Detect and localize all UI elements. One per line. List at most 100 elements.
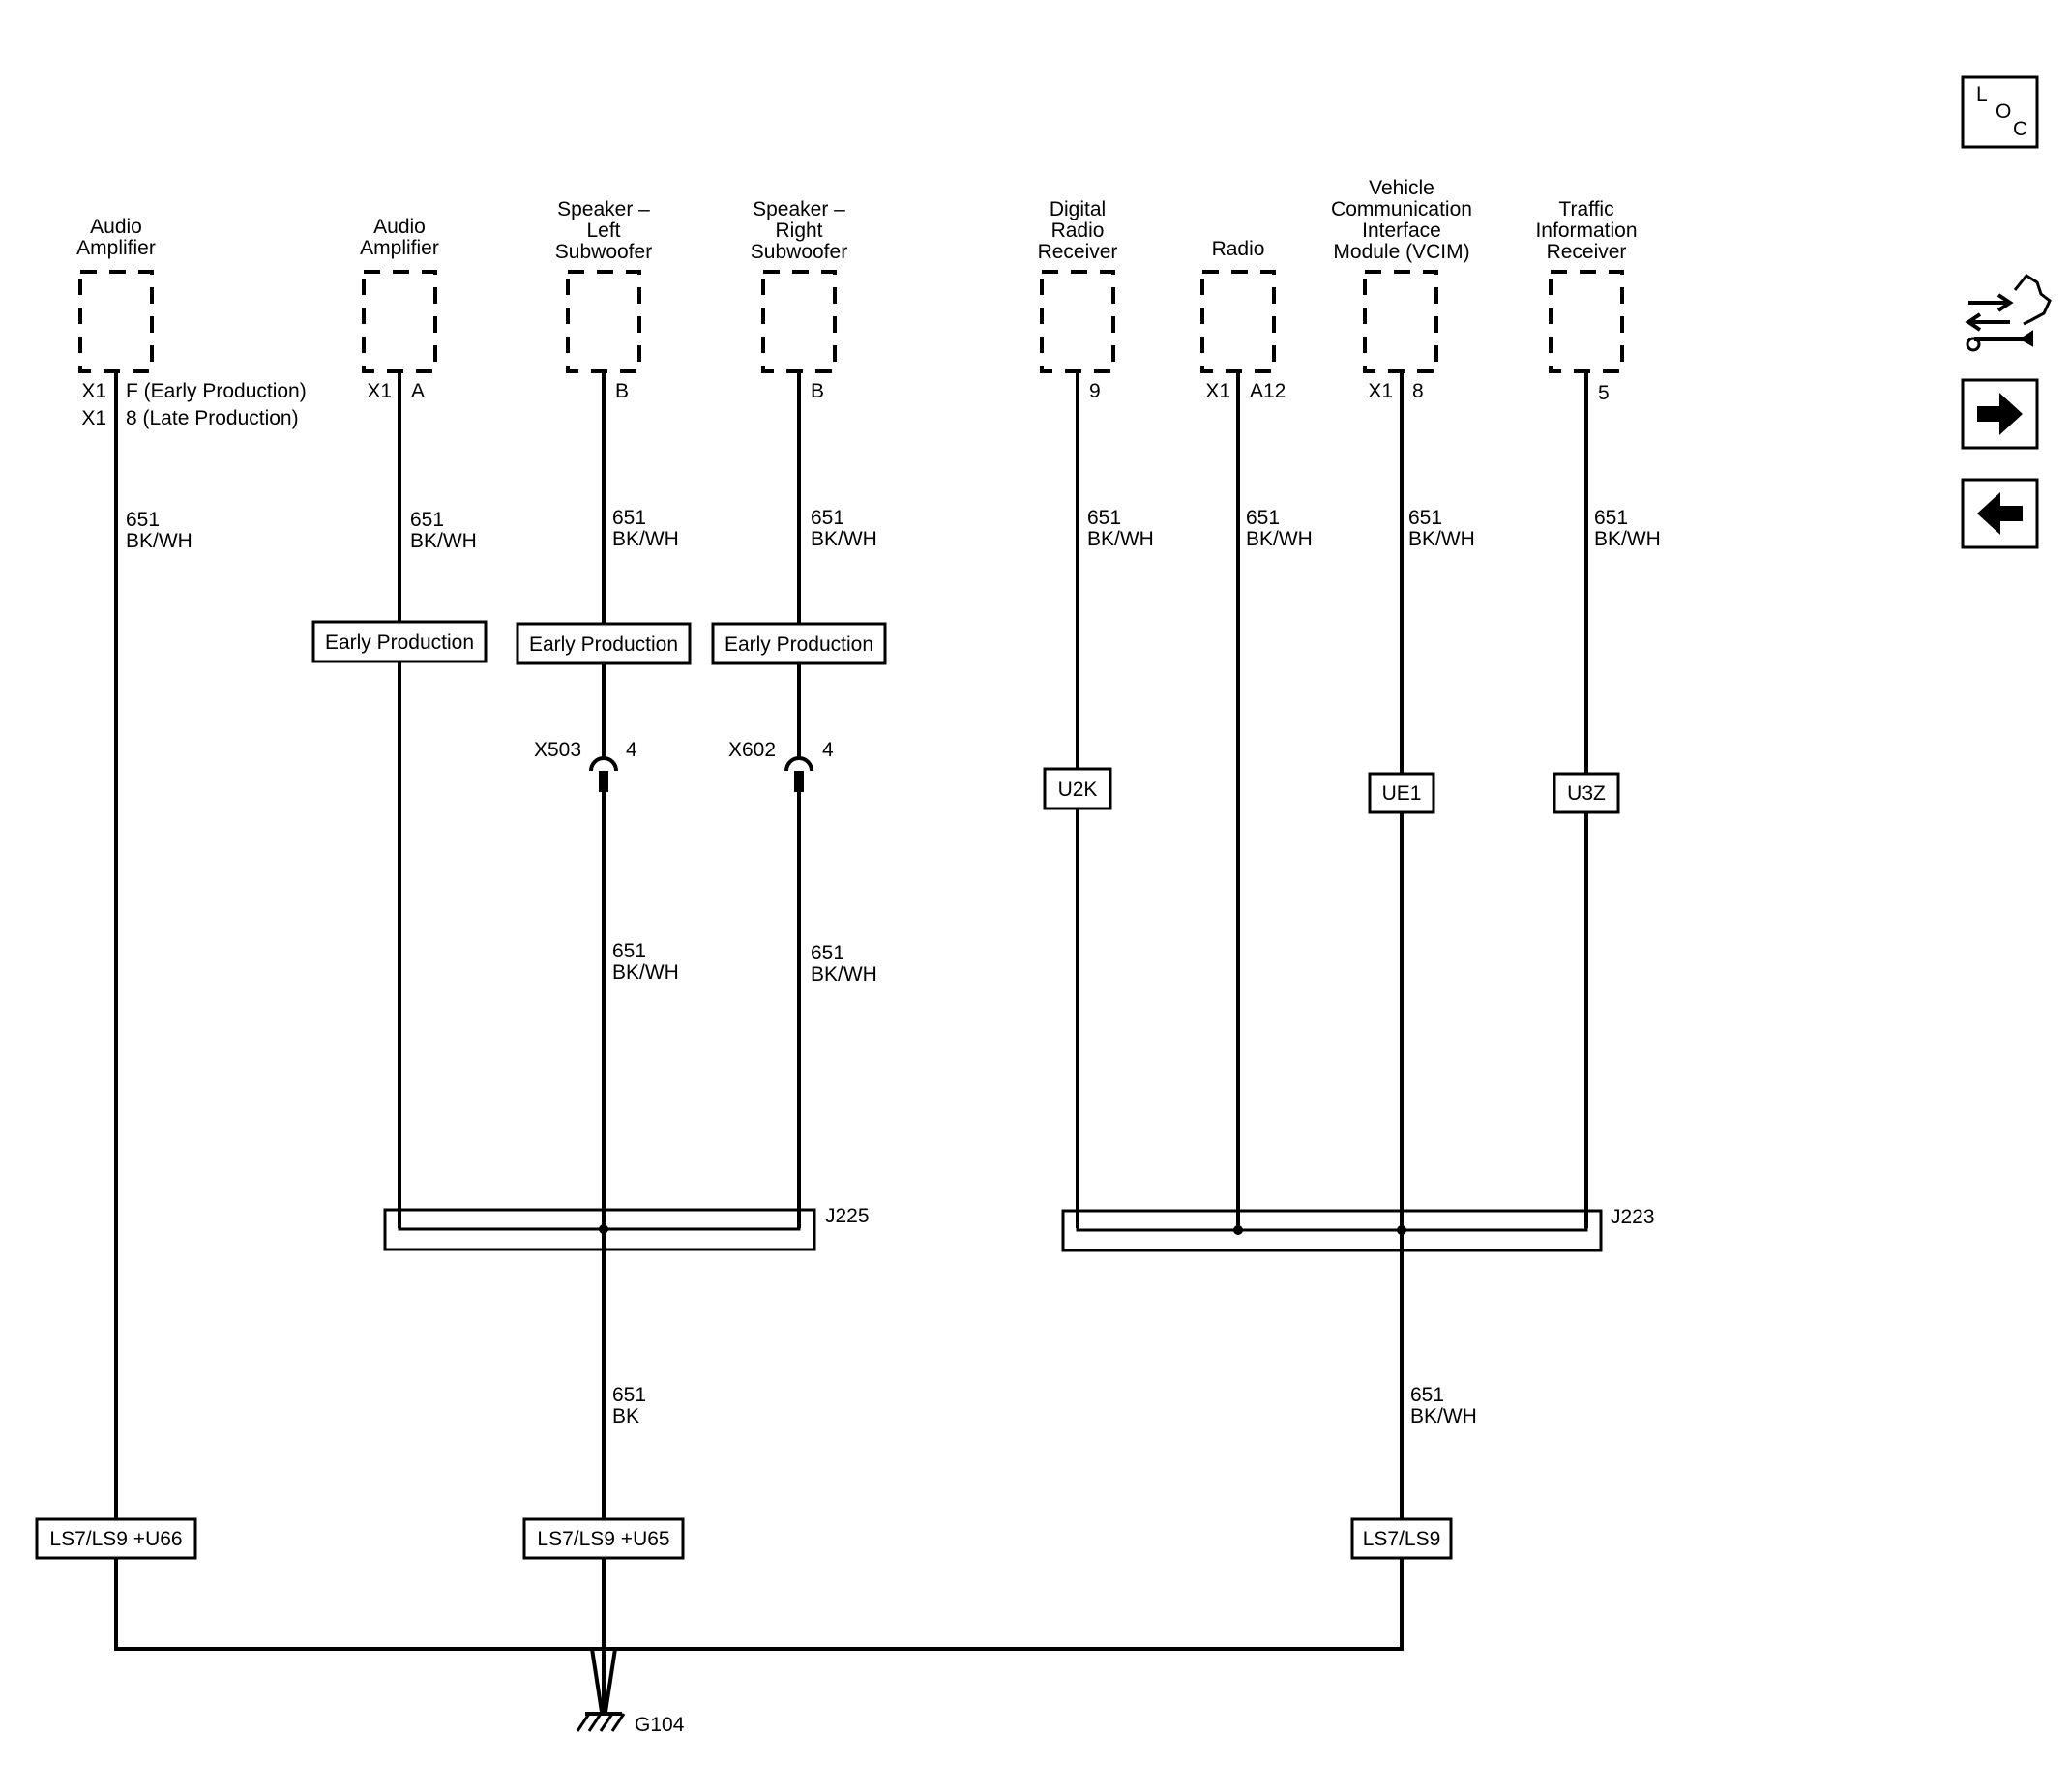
comp7-name-line4: Module (VCIM) [1333, 241, 1469, 263]
wl1-circuit: 651 [126, 509, 160, 531]
comp1-connector-2: X1 [81, 407, 106, 429]
j225-label: J225 [825, 1205, 870, 1227]
digital-radio-receiver-box [1040, 270, 1115, 373]
early-production-box-3 [711, 622, 887, 665]
option-ls7-ls9-u65-label: LS7/LS9 +U65 [537, 1528, 669, 1550]
x602-female-arc [784, 756, 813, 772]
loc-letter-l: L [1976, 83, 1988, 105]
speaker-right-subwoofer-box [761, 270, 837, 373]
comp7-name-line3: Interface [1362, 220, 1441, 242]
description-operation-icon[interactable] [1965, 274, 2052, 352]
splice-j223: J223 [1061, 1206, 1655, 1252]
option-u3z-label: U3Z [1567, 782, 1606, 805]
wires [114, 371, 1588, 1714]
comp7-name-line2: Communication [1331, 198, 1472, 220]
option-ls7-ls9-u65-box [522, 1517, 685, 1560]
speaker-left-subwoofer-box [566, 270, 641, 373]
early-production-label-3: Early Production [724, 633, 873, 656]
comp7-pin: 8 [1412, 380, 1424, 402]
wl7-color: BK/WH [1408, 528, 1475, 550]
comp8-name-line1: Traffic [1558, 198, 1613, 220]
comp7-name-line1: Vehicle [1369, 177, 1434, 199]
wl6-circuit: 651 [1246, 507, 1280, 529]
comp1-pin-late: 8 (Late Production) [126, 407, 299, 429]
component-names: Audio Amplifier Audio Amplifier Speaker … [76, 177, 1637, 263]
comp3-name-line3: Subwoofer [555, 241, 652, 263]
pin-labels: X1 F (Early Production) X1 8 (Late Produ… [81, 380, 1609, 429]
x503-female-arc [589, 756, 618, 772]
comp2-name-line2: Amplifier [360, 237, 439, 259]
ground-symbol-hatch [576, 1713, 626, 1732]
comp8-pin: 5 [1598, 382, 1610, 404]
option-boxes: Early Production Early Production Early … [35, 620, 1620, 1560]
option-ue1-box [1368, 772, 1435, 814]
option-ls7-ls9-label: LS7/LS9 [1363, 1528, 1441, 1550]
loc-letter-c: C [2013, 118, 2027, 140]
wl5-color: BK/WH [1087, 528, 1154, 550]
x503-name: X503 [534, 739, 581, 761]
comp5-name-line1: Digital [1050, 198, 1106, 220]
arrow-left-button[interactable] [1961, 478, 2039, 549]
wl3-circuit: 651 [612, 507, 646, 529]
wl12-color: BK/WH [1410, 1405, 1477, 1427]
comp1-name-line2: Amplifier [76, 237, 156, 259]
splice-j225: J225 [383, 1205, 870, 1251]
vcim-box [1363, 270, 1438, 373]
early-production-label-1: Early Production [325, 632, 474, 654]
traffic-information-receiver-box [1549, 270, 1624, 373]
arrow-right-button[interactable] [1961, 378, 2039, 450]
wl5-circuit: 651 [1087, 507, 1121, 529]
wl11-color: BK [612, 1405, 639, 1427]
comp5-name-line3: Receiver [1038, 241, 1118, 263]
loc-letter-o: O [1996, 101, 2011, 123]
j225-node [599, 1224, 608, 1234]
x503-pin: 4 [626, 739, 637, 761]
x602-male-pin [794, 771, 804, 792]
wire-labels: 651 BK/WH 651 BK/WH 651 BK/WH 651 BK/WH … [126, 507, 1661, 1427]
audio-amplifier-1-box [78, 270, 154, 373]
audio-amplifier-2-box [362, 270, 437, 373]
arrow-left-icon [1977, 492, 2023, 535]
j223-node-radio [1233, 1225, 1243, 1235]
option-u2k-label: U2K [1058, 778, 1098, 801]
comp4-name-line1: Speaker – [753, 198, 845, 220]
radio-box [1200, 270, 1276, 373]
comp5-name-line2: Radio [1051, 220, 1105, 242]
j225-bar [398, 1208, 801, 1231]
ground-label: G104 [635, 1714, 685, 1736]
comp2-connector: X1 [367, 380, 392, 402]
wl10-circuit: 651 [811, 942, 844, 964]
comp1-pin-early: F (Early Production) [126, 380, 307, 402]
wl8-color: BK/WH [1594, 528, 1661, 550]
loc-button[interactable]: L O C [1961, 75, 2039, 149]
comp4-name-line3: Subwoofer [751, 241, 847, 263]
x602-pin: 4 [822, 739, 834, 761]
early-production-box-1 [311, 620, 488, 663]
comp6-pin: A12 [1250, 380, 1286, 402]
comp3-pin: B [615, 380, 629, 402]
comp4-name-line2: Right [775, 220, 822, 242]
wl11-circuit: 651 [612, 1384, 646, 1406]
comp8-name-line3: Receiver [1547, 241, 1627, 263]
component-boxes [78, 270, 1624, 373]
wl9-circuit: 651 [612, 940, 646, 962]
wl2-color: BK/WH [410, 530, 477, 552]
comp4-pin: B [811, 380, 824, 402]
option-ls7-ls9-u66-label: LS7/LS9 +U66 [49, 1528, 182, 1550]
loc-icon[interactable] [1961, 75, 2039, 149]
j223-node-vcim [1397, 1225, 1406, 1235]
x503-male-pin [599, 771, 608, 792]
comp1-connector: X1 [81, 380, 106, 402]
wl4-circuit: 651 [811, 507, 844, 529]
wl7-circuit: 651 [1408, 507, 1442, 529]
comp7-connector: X1 [1368, 380, 1393, 402]
comp3-name-line1: Speaker – [557, 198, 650, 220]
comp1-name-line1: Audio [90, 216, 142, 238]
wl1-color: BK/WH [126, 530, 192, 552]
arrow-right-icon [1977, 393, 2023, 435]
option-u2k-box [1043, 767, 1112, 810]
ground-g104: G104 [576, 1712, 685, 1736]
wl8-circuit: 651 [1594, 507, 1628, 529]
wl3-color: BK/WH [612, 528, 679, 550]
option-ue1-label: UE1 [1382, 782, 1422, 805]
